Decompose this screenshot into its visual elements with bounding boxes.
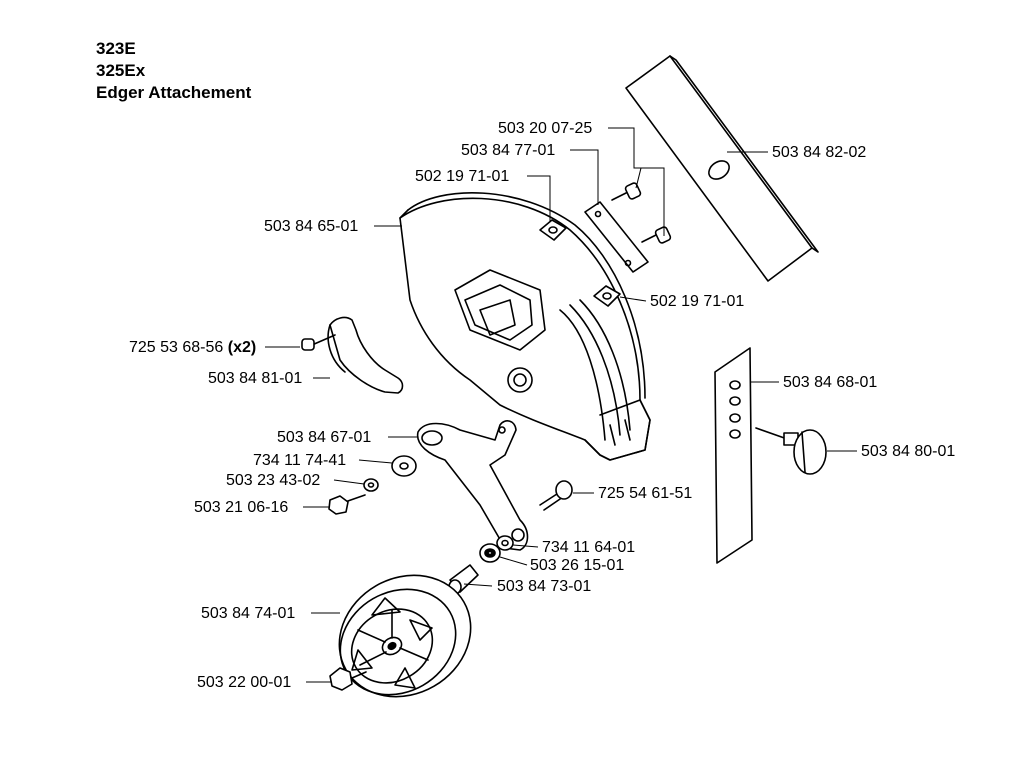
label-503-26-15-01: 503 26 15-01 [530,557,625,574]
label-503-84-80-01: 503 84 80-01 [861,443,956,460]
wheel-bearing-drawing [479,543,501,563]
wheel-arm-drawing [416,420,529,551]
label-734-11-64-01: 734 11 64-01 [542,539,636,556]
square-nut-lower-drawing [593,285,621,307]
label-503-84-65-01: 503 84 65-01 [264,218,359,235]
clamp-screw-drawing [301,334,336,351]
label-502-19-71-01-lower: 502 19 71-01 [650,293,745,310]
label-503-84-68-01: 503 84 68-01 [783,374,878,391]
adjustment-knob-drawing [755,427,827,475]
label-725-53-68-56: 725 53 68-56 (x2) [129,339,256,357]
label-503-20-07-25: 503 20 07-25 [498,120,593,137]
label-503-84-74-01: 503 84 74-01 [201,605,296,622]
axle-washer-drawing [496,535,514,551]
square-nut-upper-drawing [539,219,567,241]
shaft-clamp-drawing [327,316,404,394]
axle-screw-drawing [539,480,573,511]
model-number-2: 325Ex [96,61,146,80]
label-503-84-77-01: 503 84 77-01 [461,142,556,159]
part-number-725-53-68-56: 725 53 68-56 [129,339,224,356]
arm-bolt-drawing [328,494,366,515]
washer-small-drawing [363,478,379,492]
guide-plate-drawing [714,347,753,564]
edger-blade-drawing [625,55,819,282]
label-502-19-71-01-upper: 502 19 71-01 [415,168,510,185]
model-number-1: 323E [96,39,136,58]
label-503-84-82-02: 503 84 82-02 [772,144,867,161]
label-503-84-67-01: 503 84 67-01 [277,429,372,446]
label-734-11-74-41: 734 11 74-41 [253,452,347,469]
label-503-22-00-01: 503 22 00-01 [197,674,292,691]
label-503-84-81-01: 503 84 81-01 [208,370,303,387]
label-503-21-06-16: 503 21 06-16 [194,499,289,516]
quantity-x2: (x2) [227,339,257,356]
wheel-nut-drawing [329,667,367,691]
wheel-drawing [338,574,472,698]
screw-pair-drawing [611,182,672,244]
label-725-54-61-51: 725 54 61-51 [598,485,693,502]
washer-large-drawing [391,455,417,477]
label-503-84-73-01: 503 84 73-01 [497,578,592,595]
label-503-23-43-02: 503 23 43-02 [226,472,321,489]
leader-lines [265,127,857,683]
assembly-name: Edger Attachement [96,83,252,102]
clamp-plate-drawing [584,201,649,273]
blade-guard-drawing [399,192,651,461]
diagram-title-block: 323E 325Ex Edger Attachement [96,38,251,104]
